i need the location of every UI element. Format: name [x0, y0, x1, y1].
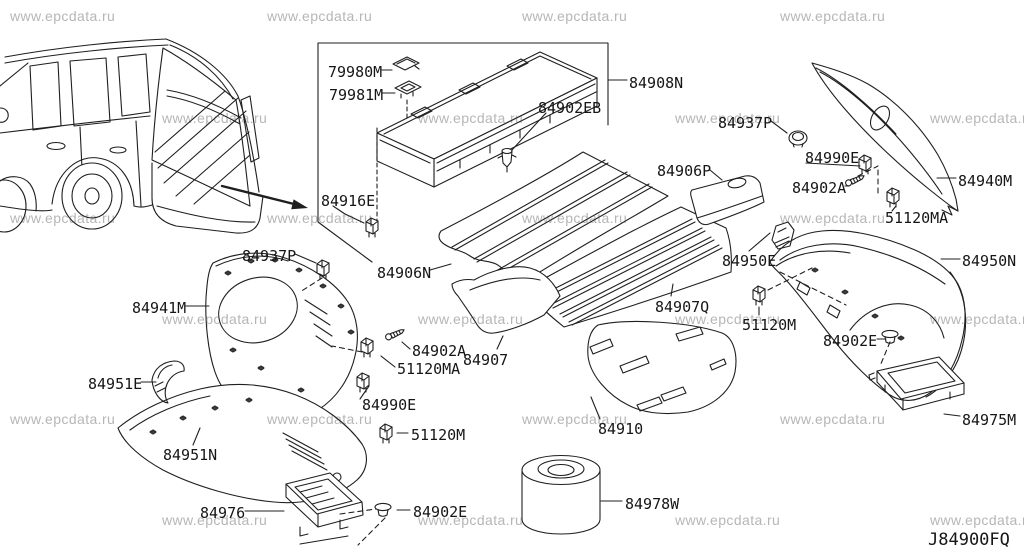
part-label-84975M-30[interactable]: 84975M [962, 411, 1017, 429]
left-trim-cluster-drawing [118, 253, 366, 544]
part-79980M-drawing [393, 57, 419, 70]
watermark-text: www.epcdata.ru [930, 311, 1024, 327]
detail-box-frame [318, 43, 608, 262]
panel-84951N-drawing [118, 384, 366, 502]
clip-51120M-left-icon [379, 423, 393, 444]
part-label-84990E-14[interactable]: 84990E [362, 396, 417, 414]
part-label-84951N-9[interactable]: 84951N [163, 446, 218, 464]
grommet-84937P-right-icon [788, 130, 808, 148]
watermark-text: www.epcdata.ru [162, 311, 268, 327]
bracket-84950E-drawing [772, 222, 794, 249]
grommet-84902E-left-icon [374, 502, 392, 517]
screw-84902A-left-icon [383, 325, 406, 342]
spare-wheel-84978W-drawing [522, 456, 600, 535]
part-label-84937P-6[interactable]: 84937P [242, 247, 297, 265]
shelf-84908N-drawing [365, 52, 597, 238]
watermark-text: www.epcdata.ru [267, 8, 373, 24]
part-label-84908N-2[interactable]: 84908N [629, 74, 684, 92]
part-label-84907-16[interactable]: 84907 [463, 351, 509, 369]
watermark-text: www.epcdata.ru [780, 8, 886, 24]
watermark-text: www.epcdata.ru [780, 411, 886, 427]
watermark-text: www.epcdata.ru [418, 311, 524, 327]
part-label-84951E-8[interactable]: 84951E [88, 375, 143, 393]
bracket-84951E-drawing [152, 361, 184, 403]
part-label-79981M-1[interactable]: 79981M [329, 86, 384, 104]
watermark-text: www.epcdata.ru [675, 512, 781, 528]
watermark-text: www.epcdata.ru [522, 210, 628, 226]
tray-84976-drawing [286, 473, 363, 544]
part-label-84940M-25[interactable]: 84940M [958, 172, 1013, 190]
watermark-text: www.epcdata.ru [418, 110, 524, 126]
watermark-text: www.epcdata.ru [522, 411, 628, 427]
watermark-text: www.epcdata.ru [780, 210, 886, 226]
watermark-text: www.epcdata.ru [10, 8, 116, 24]
part-label-51120M-27[interactable]: 51120M [742, 316, 797, 334]
part-label-84906N-5[interactable]: 84906N [377, 264, 432, 282]
watermark-text: www.epcdata.ru [675, 311, 781, 327]
part-label-84902E-11[interactable]: 84902E [413, 503, 468, 521]
mat-84906P-drawing [691, 176, 764, 225]
leader-lines [141, 70, 960, 511]
tray-84975M-drawing [869, 357, 964, 410]
clip-51120MA-right-icon [886, 187, 900, 208]
part-label-84902A-23[interactable]: 84902A [792, 179, 847, 197]
part-79981M-drawing [395, 81, 421, 98]
part-label-84906P-20[interactable]: 84906P [657, 162, 712, 180]
mats-drawing [439, 152, 764, 333]
part-label-84978W-18[interactable]: 84978W [625, 495, 680, 513]
dashed-lines [300, 166, 890, 545]
part-label-84976-10[interactable]: 84976 [200, 504, 246, 522]
part-label-84902E-29[interactable]: 84902E [823, 332, 878, 350]
panel-84940M-drawing [812, 63, 958, 211]
car-drawing [0, 39, 263, 233]
watermark-text: www.epcdata.ru [267, 210, 373, 226]
part-label-84902EB-3[interactable]: 84902EB [538, 99, 602, 117]
clip-51120MA-left-icon [360, 337, 374, 358]
part-label-84902A-12[interactable]: 84902A [412, 342, 467, 360]
rivet-84902EB-drawing [498, 149, 516, 173]
mat-84907-drawing [452, 267, 560, 333]
part-label-51120M-15[interactable]: 51120M [411, 426, 466, 444]
watermark-text: www.epcdata.ru [675, 110, 781, 126]
watermark-text: www.epcdata.ru [162, 110, 268, 126]
clip-84990E-right-icon [858, 154, 872, 175]
part-label-84941M-7[interactable]: 84941M [132, 299, 187, 317]
part-label-51120MA-13[interactable]: 51120MA [397, 360, 461, 378]
part-label-84990E-22[interactable]: 84990E [805, 149, 860, 167]
watermark-text: www.epcdata.ru [162, 512, 268, 528]
pointer-arrow-icon [222, 186, 308, 210]
panel-84950N-drawing [770, 230, 965, 400]
watermark-text: www.epcdata.ru [930, 512, 1024, 528]
watermark-text: www.epcdata.ru [10, 411, 116, 427]
watermark-text: www.epcdata.ru [10, 210, 116, 226]
watermark-text: www.epcdata.ru [522, 8, 628, 24]
part-label-84916E-4[interactable]: 84916E [321, 192, 376, 210]
wheel-cover-84910-drawing [588, 322, 736, 414]
part-label-84950N-28[interactable]: 84950N [962, 252, 1017, 270]
diagram-code: J84900FQ [928, 530, 1010, 550]
watermark-text: www.epcdata.ru [930, 110, 1024, 126]
part-label-84910-17[interactable]: 84910 [598, 420, 644, 438]
part-label-84950E-26[interactable]: 84950E [722, 252, 777, 270]
part-label-84937P-21[interactable]: 84937P [718, 114, 773, 132]
right-trim-cluster-drawing [770, 63, 966, 410]
clip-51120M-right-icon [752, 285, 766, 306]
part-label-51120MA-24[interactable]: 51120MA [885, 209, 949, 227]
mat-84907Q-drawing [525, 207, 731, 327]
watermark-text: www.epcdata.ru [418, 512, 524, 528]
part-label-79980M-0[interactable]: 79980M [328, 63, 383, 81]
watermark-text: www.epcdata.ru [267, 411, 373, 427]
part-label-84907Q-19[interactable]: 84907Q [655, 298, 710, 316]
